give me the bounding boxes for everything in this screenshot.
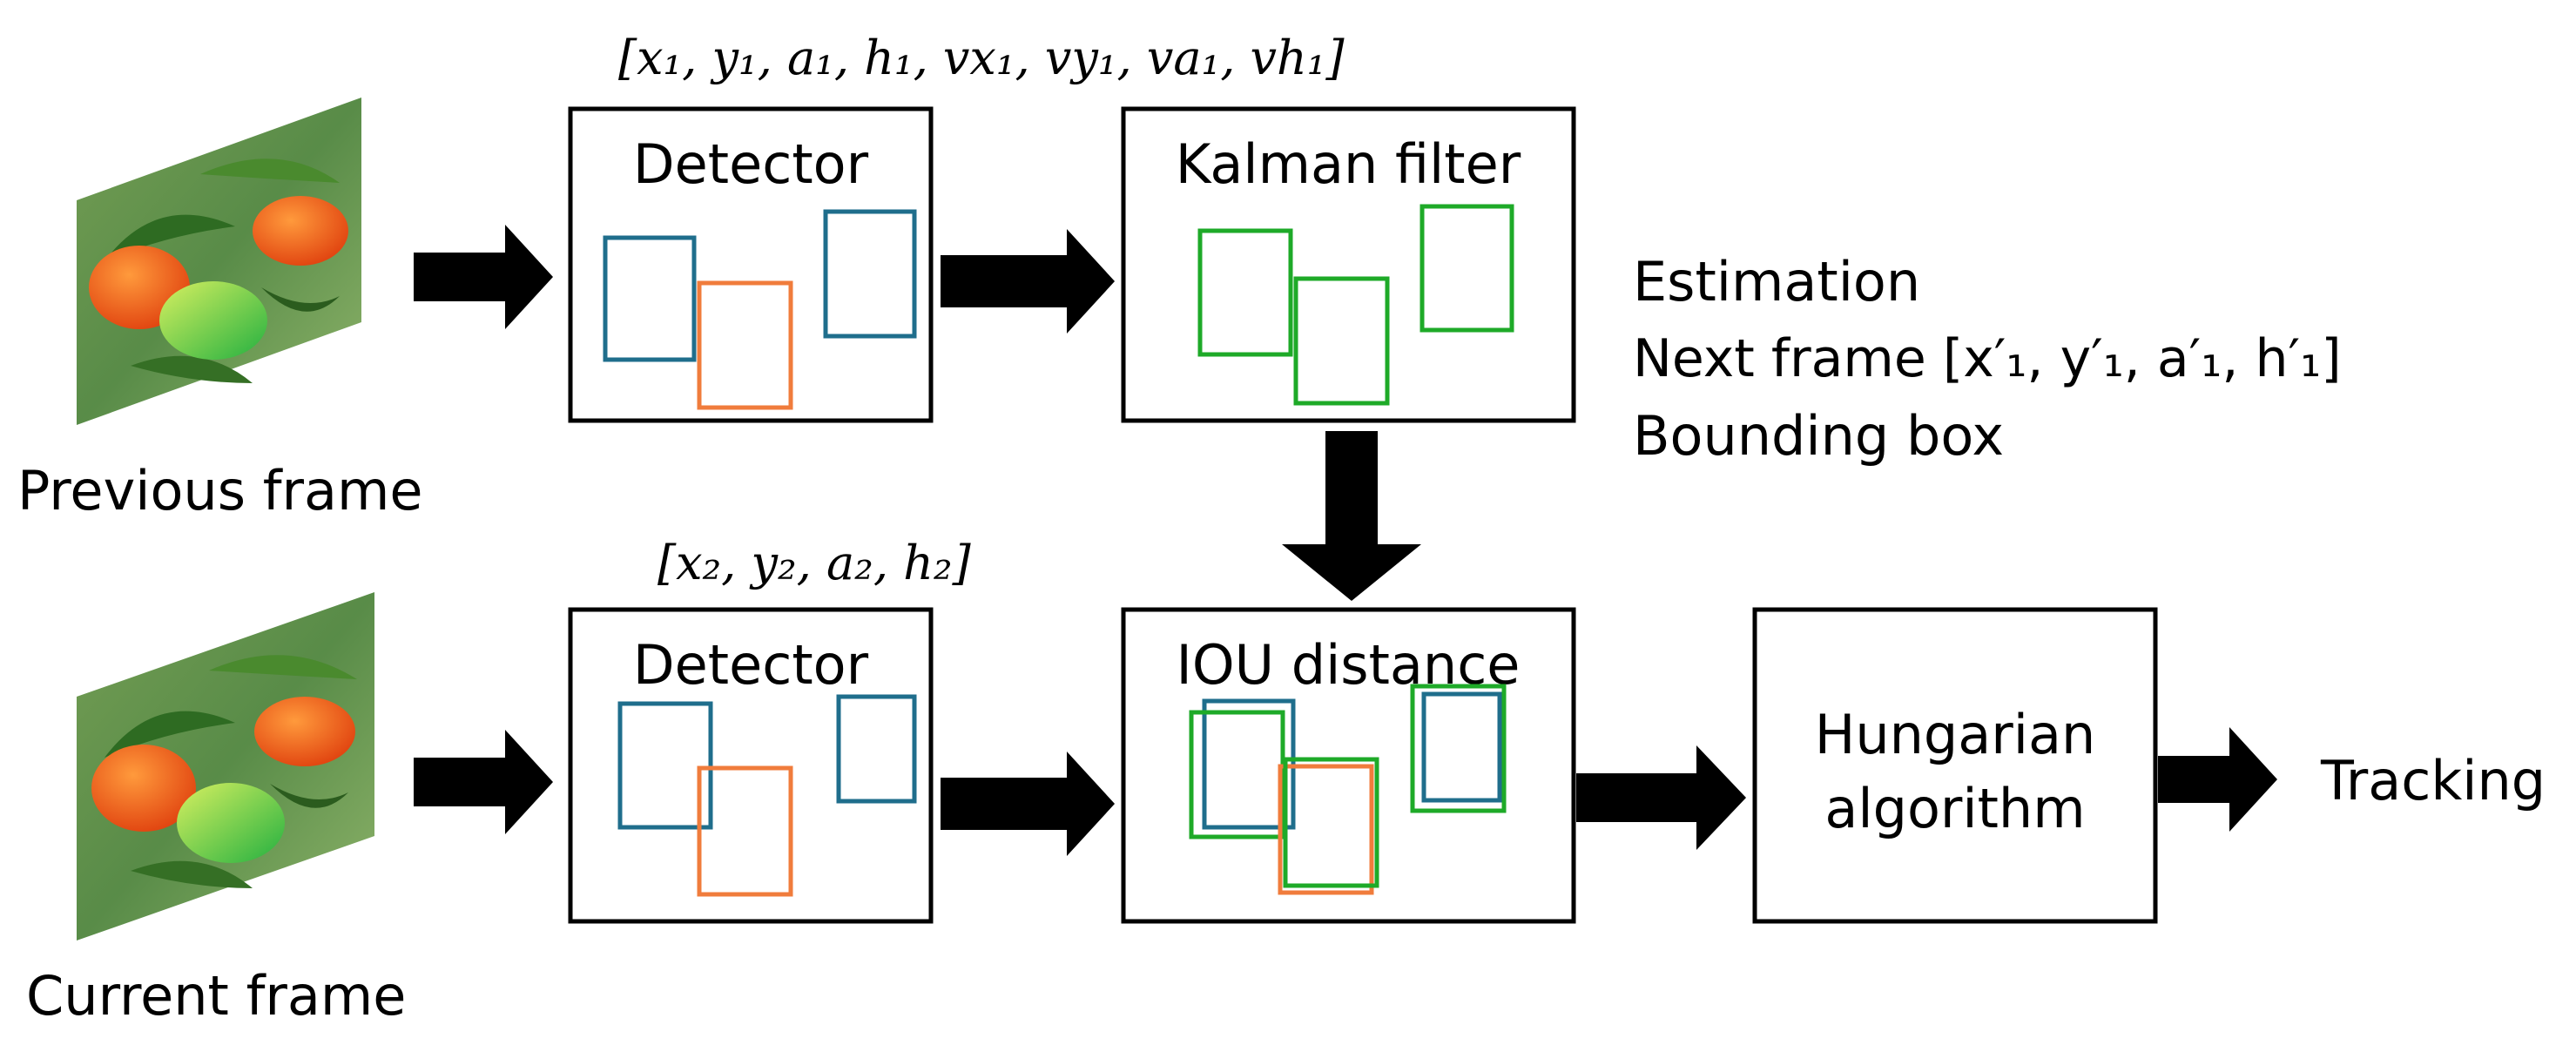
detection-bbox-orange [697, 765, 793, 897]
kalman-filter-box: Kalman filter [1121, 106, 1576, 423]
detector-bottom-title: Detector [633, 633, 869, 697]
predicted-bbox-green [1293, 276, 1390, 406]
tracking-label: Tracking [2320, 749, 2546, 812]
detection-bbox-blue [836, 694, 917, 804]
previous-frame-label: Previous frame [17, 459, 423, 522]
estimation-line-2: Next frame [x′₁, y′₁, a′₁, h′₁] [1633, 328, 2342, 389]
detection-bbox-blue [617, 701, 713, 830]
estimation-line-3: Bounding box [1633, 404, 2004, 468]
matched-bbox-orange [1278, 764, 1374, 895]
previous-frame-image [77, 98, 361, 425]
matched-bbox-blue [1421, 691, 1502, 803]
matched-bbox-green [1283, 757, 1379, 888]
kalman-filter-title: Kalman filter [1176, 132, 1521, 196]
current-frame-image [77, 592, 374, 940]
arrow-detector-to-kalman [941, 229, 1115, 334]
arrow-kalman-to-iou [1282, 431, 1421, 601]
detection-bbox-blue [603, 235, 697, 362]
arrow-iou-to-hungarian [1576, 745, 1746, 850]
detector-top-state-vector: [x₁, y₁, a₁, h₁, vx₁, vy₁, va₁, vh₁] [618, 30, 1345, 85]
matched-bbox-green [1189, 710, 1285, 839]
arrow-detector-to-iou [941, 752, 1115, 856]
detector-bottom-state-vector: [x₂, y₂, a₂, h₂] [657, 536, 972, 590]
detection-bbox-orange [697, 280, 793, 410]
predicted-bbox-green [1419, 204, 1514, 333]
detector-bottom-box: Detector [568, 607, 934, 924]
arrow-prev-to-detector [414, 225, 553, 329]
estimation-line-1: Estimation [1633, 250, 1920, 314]
detector-top-title: Detector [633, 132, 869, 196]
iou-distance-box: IOU distance [1121, 607, 1576, 924]
current-frame-label: Current frame [26, 964, 406, 1028]
detection-bbox-blue [823, 209, 917, 339]
arrow-hungarian-to-tracking [2158, 727, 2277, 832]
hungarian-line-2: algorithm [1824, 777, 2085, 840]
matched-bbox-green [1410, 684, 1507, 813]
hungarian-algorithm-box: Hungarian algorithm [1752, 607, 2158, 924]
estimation-note: Estimation Next frame [x′₁, y′₁, a′₁, h′… [1633, 250, 2342, 468]
hungarian-line-1: Hungarian [1815, 703, 2096, 766]
detector-top-box: Detector [568, 106, 934, 423]
predicted-bbox-green [1197, 228, 1293, 357]
arrow-current-to-detector [414, 730, 553, 834]
